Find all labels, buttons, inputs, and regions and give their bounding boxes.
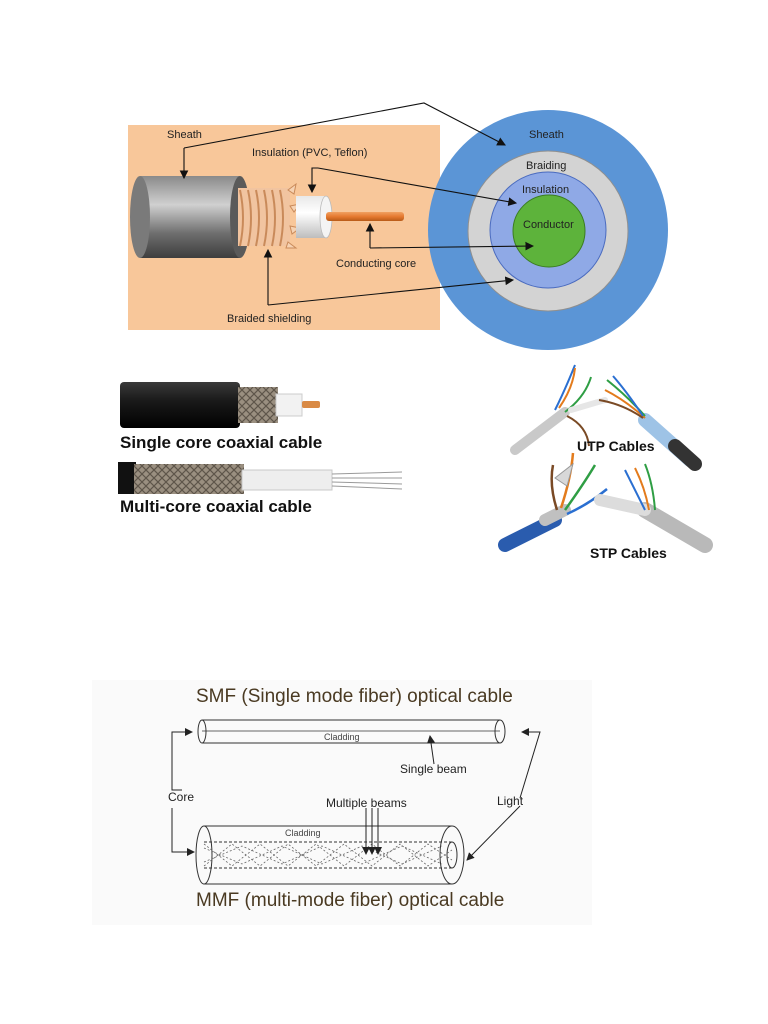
coax-diagram: Sheath Insulation (PVC, Teflon) Conducti… bbox=[0, 0, 768, 360]
smf-title: SMF (Single mode fiber) optical cable bbox=[196, 686, 513, 707]
label-multi-core: Multi-core coaxial cable bbox=[120, 497, 312, 516]
mmf-fiber bbox=[195, 825, 465, 885]
light-arrow-top bbox=[519, 728, 541, 799]
core-to-cross-section bbox=[369, 241, 535, 251]
smf-cladding-label: Cladding bbox=[324, 732, 360, 742]
label-stp: STP Cables bbox=[590, 545, 667, 561]
cross-label-braiding: Braiding bbox=[526, 160, 567, 172]
multiple-beams-label: Multiple beams bbox=[326, 796, 407, 810]
multi-core-strands bbox=[331, 471, 403, 490]
stp-cable-right bbox=[594, 463, 713, 553]
label-single-core: Single core coaxial cable bbox=[120, 433, 323, 452]
label-insulation: Insulation (PVC, Teflon) bbox=[252, 147, 368, 159]
cross-label-sheath: Sheath bbox=[529, 129, 564, 141]
multi-core-insulation bbox=[241, 469, 333, 491]
smf-fiber bbox=[197, 719, 506, 744]
fiber-diagram: SMF (Single mode fiber) optical cable Cl… bbox=[92, 680, 592, 925]
mmf-title: MMF (multi-mode fiber) optical cable bbox=[196, 890, 505, 911]
label-conducting-core: Conducting core bbox=[336, 258, 417, 270]
mmf-cladding-label: Cladding bbox=[285, 828, 321, 838]
light-label: Light bbox=[497, 794, 524, 808]
single-beam-label: Single beam bbox=[400, 762, 467, 776]
single-core-braid bbox=[238, 387, 278, 423]
coax-diagram-graphics bbox=[128, 102, 668, 350]
cable-conductor bbox=[326, 212, 404, 221]
single-core-insulation bbox=[275, 393, 303, 417]
light-arrow-bottom bbox=[466, 805, 521, 861]
insulation-leader bbox=[307, 167, 318, 194]
label-braided-shielding: Braided shielding bbox=[227, 313, 312, 325]
coax-photos: Single core coaxial cable Multi-core coa… bbox=[110, 370, 420, 520]
core-label: Core bbox=[168, 790, 195, 804]
single-core-jacket bbox=[120, 382, 240, 428]
twisted-pair-graphics bbox=[498, 364, 713, 553]
single-beam-arrow bbox=[427, 735, 435, 765]
utp-cable-right bbox=[598, 375, 702, 471]
single-core-conductor bbox=[302, 401, 320, 408]
cable-braid-pattern bbox=[239, 189, 284, 247]
cross-label-conductor: Conductor bbox=[523, 219, 574, 231]
core-arrow-top bbox=[171, 728, 193, 791]
cable-sheath-left-end bbox=[130, 176, 150, 258]
cross-label-insulation: Insulation bbox=[522, 184, 570, 196]
label-utp: UTP Cables bbox=[577, 438, 655, 454]
sheath-to-cross-section bbox=[183, 102, 506, 149]
twisted-pair-photos: UTP Cables STP Cables bbox=[495, 360, 760, 575]
mmf-beams bbox=[203, 843, 453, 867]
stp-cable-left bbox=[498, 452, 608, 552]
cross-section-conductor bbox=[512, 194, 586, 268]
fiber-graphics bbox=[171, 719, 541, 885]
core-arrow-bottom bbox=[171, 808, 195, 856]
label-sheath: Sheath bbox=[167, 129, 202, 141]
braid-to-cross-section bbox=[267, 276, 515, 306]
multi-core-braid bbox=[134, 464, 244, 494]
utp-cable-left bbox=[510, 364, 608, 455]
cable-sheath-body bbox=[140, 176, 240, 258]
coax-photo-graphics bbox=[118, 382, 403, 494]
insulation-to-cross-section bbox=[317, 167, 518, 206]
multi-core-jacket-end bbox=[118, 462, 136, 494]
